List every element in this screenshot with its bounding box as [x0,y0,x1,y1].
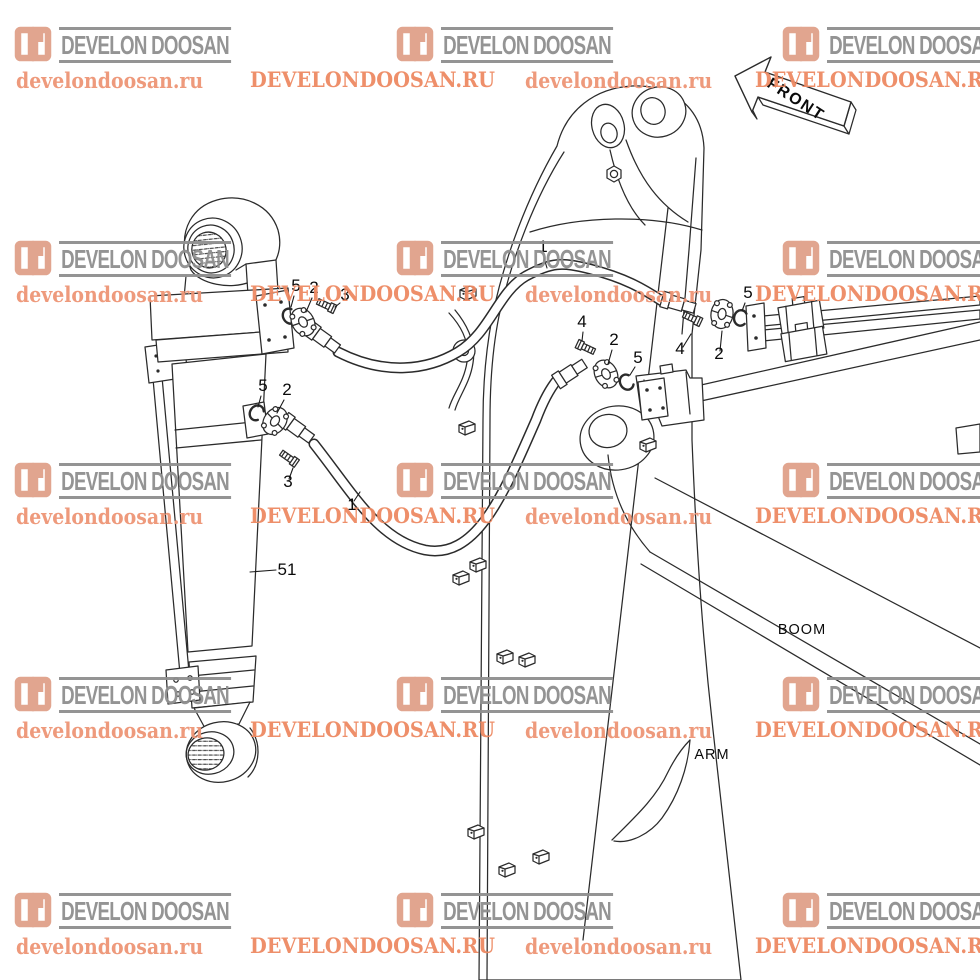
port-block [637,377,669,421]
hose-clip [452,570,470,586]
part-label: 2 [309,278,318,297]
part-label: 5 [291,276,300,295]
label-leader-line [353,491,361,502]
part-label: BOOM [778,622,826,638]
part-label: 5 [258,376,267,395]
part-label: 3 [340,285,349,304]
label-leader-line [290,295,295,308]
part-label: 1 [538,237,547,256]
label-leader-line [719,330,723,352]
label-leader-line [334,302,341,308]
part-label: 51 [278,560,297,579]
o-ring [731,307,749,328]
front-direction-arrow: FRONT [734,56,857,135]
label-leader-line [288,467,294,480]
label-leader-line [305,297,313,313]
boom-assembly [579,294,980,766]
label-leader-line [257,395,262,408]
plug-nut [606,165,622,183]
part-label: 4 [577,312,586,331]
cylinder-tube [171,353,267,653]
flange-clamp [708,297,736,331]
hose-clip [458,420,476,436]
label-leader-line [249,569,277,573]
label-leader-line [741,302,746,312]
label-leader-line [629,366,636,376]
label-leader-line [682,333,692,348]
bolt [315,296,338,315]
label-leader-line [543,257,548,269]
part-label: 5 [743,283,752,302]
arm-assembly [448,85,742,980]
hose-clip [459,285,477,301]
part-label: 2 [714,344,723,363]
hose-lower [308,374,563,557]
part-label: 4 [675,339,684,358]
pipe-flange [745,302,767,352]
part-label: ARM [694,747,729,763]
part-label: 2 [282,380,291,399]
label-leader-line [607,349,613,365]
label-leader-line [581,331,584,342]
bolt [278,448,301,468]
part-label: 3 [283,472,292,491]
arm-cylinder [144,197,295,783]
eye-bushing [187,737,225,771]
part-label: 1 [347,495,356,514]
part-label: 2 [609,330,618,349]
part-label: 5 [633,348,642,367]
label-leader-line [276,399,285,414]
